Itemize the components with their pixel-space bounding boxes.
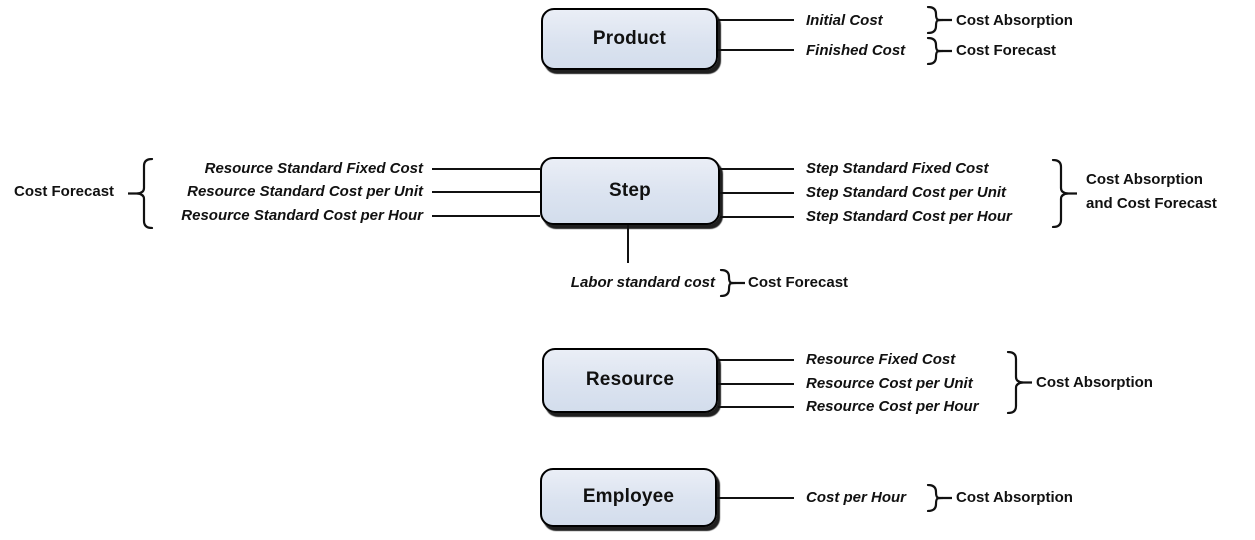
attr-resource-standard-cost-per-unit: Resource Standard Cost per Unit <box>187 183 423 200</box>
group-label-step-right: Cost Absorption and Cost Forecast <box>1086 168 1217 216</box>
entity-title-employee: Employee <box>582 486 675 507</box>
connector-resource-row1 <box>718 359 794 362</box>
group-label-resource: Cost Absorption <box>1036 374 1153 391</box>
curly-brace-employee <box>926 484 952 512</box>
attr-resource-fixed-cost: Resource Fixed Cost <box>806 351 956 368</box>
connector-step-left-row2 <box>432 191 540 194</box>
attr-cost-per-hour: Cost per Hour <box>806 489 907 506</box>
connector-step-right-row2 <box>720 192 794 195</box>
group-label-step-right-line1: Cost Absorption <box>1086 171 1203 188</box>
curly-brace-product-row1 <box>926 6 952 34</box>
attr-finished-cost: Finished Cost <box>806 42 906 59</box>
curly-brace-resource <box>1006 351 1032 414</box>
entity-title-resource: Resource <box>585 369 675 390</box>
group-label-product-row2: Cost Forecast <box>956 42 1057 59</box>
attr-resource-standard-cost-per-hour: Resource Standard Cost per Hour <box>181 207 423 224</box>
connector-product-row1 <box>718 19 794 22</box>
attr-initial-cost: Initial Cost <box>806 12 883 29</box>
group-label-employee: Cost Absorption <box>956 489 1073 506</box>
connector-step-right-row1 <box>720 168 794 171</box>
entity-box-step: Step <box>540 157 720 225</box>
curly-brace-step-bottom <box>719 269 745 297</box>
attr-step-standard-cost-per-hour: Step Standard Cost per Hour <box>806 208 1012 225</box>
attr-resource-standard-fixed-cost: Resource Standard Fixed Cost <box>204 160 423 177</box>
curly-brace-step-left <box>128 158 154 229</box>
connector-employee <box>717 497 794 500</box>
attr-step-standard-cost-per-unit: Step Standard Cost per Unit <box>806 184 1007 201</box>
connector-step-bottom <box>627 225 630 263</box>
connector-step-right-row3 <box>720 216 794 219</box>
attr-resource-cost-per-hour: Resource Cost per Hour <box>806 398 979 415</box>
entity-box-resource: Resource <box>542 348 718 413</box>
attr-resource-cost-per-unit: Resource Cost per Unit <box>806 375 973 392</box>
entity-title-product: Product <box>592 28 667 49</box>
group-label-step-bottom: Cost Forecast <box>748 274 849 291</box>
curly-brace-product-row2 <box>926 37 952 65</box>
connector-resource-row2 <box>718 383 794 386</box>
connector-resource-row3 <box>718 406 794 409</box>
attr-step-standard-fixed-cost: Step Standard Fixed Cost <box>806 160 989 177</box>
group-label-step-right-line2: and Cost Forecast <box>1086 195 1217 212</box>
connector-step-left-row3 <box>432 215 540 218</box>
entity-box-employee: Employee <box>540 468 717 527</box>
curly-brace-step-right <box>1051 159 1077 228</box>
entity-title-step: Step <box>609 180 651 201</box>
connector-step-left-row1 <box>432 168 540 171</box>
group-label-product-row1: Cost Absorption <box>956 12 1073 29</box>
entity-box-product: Product <box>541 8 718 70</box>
attr-labor-standard-cost: Labor standard cost <box>570 274 715 291</box>
group-label-step-left: Cost Forecast <box>14 183 115 200</box>
connector-product-row2 <box>718 49 794 52</box>
